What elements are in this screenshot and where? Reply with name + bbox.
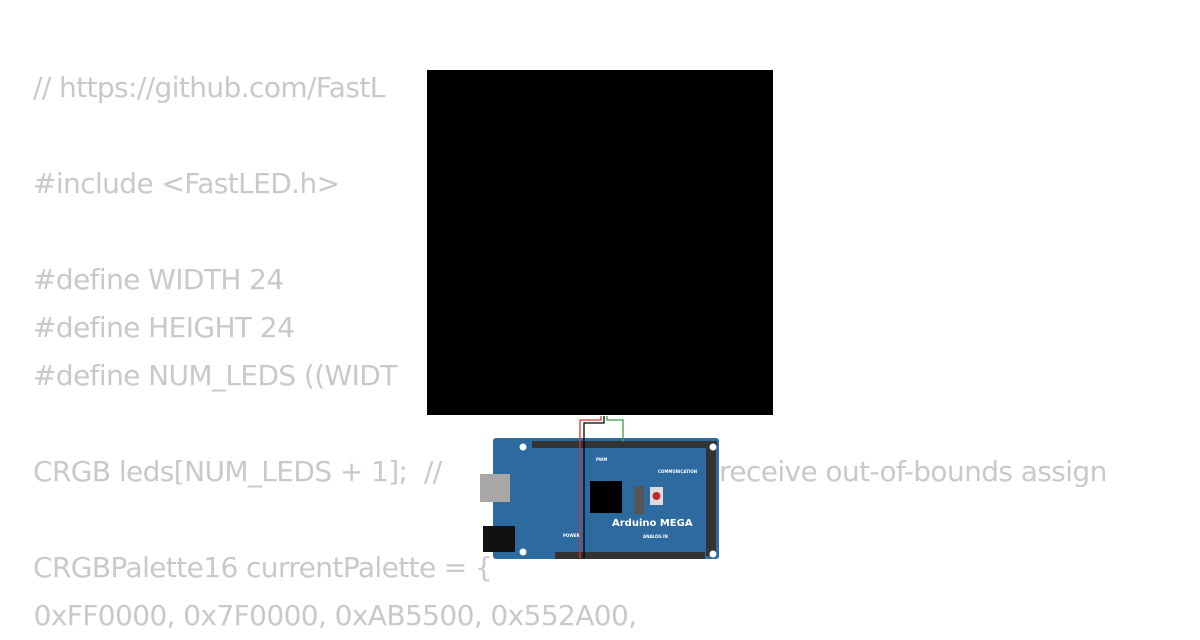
code-line: #include <FastLED.h> [33,167,340,200]
led-matrix[interactable] [427,70,773,415]
code-line: #define HEIGHT 24 [33,311,295,344]
svg-text:PWM: PWM [596,457,607,462]
icsp-header [634,486,644,514]
wire-data [606,416,624,442]
wire-vcc [579,416,602,558]
top-header [532,441,717,448]
mcu-chip [590,481,622,513]
wire-gnd [583,416,605,558]
code-line: #define NUM_LEDS ((WIDT [33,359,397,392]
bottom-header [555,552,705,559]
side-header [706,444,716,556]
arduino-mega-board[interactable]: Arduino MEGA COMMUNICATION PWM POWER ANA… [480,414,725,564]
svg-text:POWER: POWER [563,533,580,538]
board-label: Arduino MEGA [612,518,693,529]
code-line: CRGB leds[NUM_LEDS + 1]; // [33,455,442,488]
power-jack [483,526,515,552]
code-line: CRGBPalette16 currentPalette = { [33,551,493,584]
usb-port [480,474,510,502]
reset-button [652,492,661,500]
code-line: #define WIDTH 24 [33,263,284,296]
svg-text:COMMUNICATION: COMMUNICATION [658,469,697,474]
code-background: // https://github.com/FastL #include <Fa… [33,0,637,632]
code-line: // https://github.com/FastL [33,71,385,104]
code-line: 0xFF0000, 0x7F0000, 0xAB5500, 0x552A00, [17,599,638,632]
svg-text:ANALOG IN: ANALOG IN [643,534,668,539]
code-line-tail: receive out-of-bounds assign [719,455,1107,488]
